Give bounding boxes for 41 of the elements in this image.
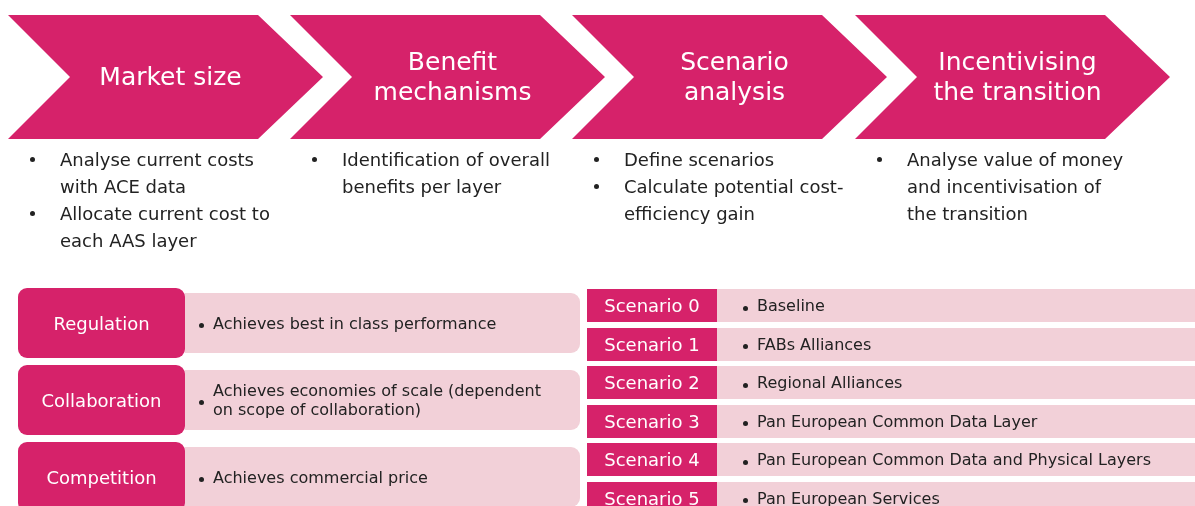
- scenario-label: Scenario 5: [587, 481, 717, 506]
- step-title: Scenario analysis: [679, 47, 790, 107]
- step-title: Incentivising the transition: [932, 47, 1103, 107]
- scenario-label: Scenario 0: [587, 289, 717, 322]
- scenario-description: Regional Alliances: [757, 373, 903, 392]
- scenario-description: Pan European Services: [757, 488, 940, 506]
- scenario-description: Pan European Common Data Layer: [757, 411, 1038, 431]
- description-text: Achieves best in class performance: [213, 313, 497, 333]
- step-title: Market size: [98, 62, 243, 92]
- description-text: Achieves commercial price: [213, 467, 428, 487]
- bullet-text: Identification of overall benefits per layer: [342, 148, 551, 199]
- description-bar: [717, 443, 1195, 476]
- scenario-label: Scenario 3: [587, 404, 717, 438]
- chevron-step: [572, 15, 887, 139]
- description-bar: [717, 366, 1195, 399]
- bullet-text: Define scenarios: [624, 148, 776, 172]
- bullet-text: Analyse value of money and incentivisation of the transition: [907, 148, 1125, 226]
- bullet-text: Allocate current cost to each AAS layer: [60, 202, 271, 253]
- scenario-description: FABs Alliances: [757, 334, 872, 354]
- description-panel: [185, 293, 580, 353]
- scenario-description: Baseline: [757, 296, 825, 315]
- description-panel: [185, 370, 580, 430]
- scenario-label: Scenario 2: [587, 366, 717, 399]
- mechanism-label: Competition: [18, 442, 185, 506]
- chevron-step: [855, 15, 1170, 139]
- mechanism-label: Collaboration: [18, 365, 185, 435]
- bullet-text: Analyse current costs with ACE data: [60, 148, 255, 199]
- description-bar: [717, 404, 1195, 438]
- description-panel: [185, 447, 580, 506]
- step-title: Benefit mechanisms: [372, 47, 533, 107]
- mechanism-label: Regulation: [18, 288, 185, 358]
- description-bar: [717, 289, 1195, 322]
- scenario-description: Pan European Common Data and Physical Layers: [757, 450, 1151, 469]
- chevron-step: [8, 15, 323, 139]
- scenario-label: Scenario 1: [587, 327, 717, 361]
- chevron-step: [290, 15, 605, 139]
- description-bar: [717, 327, 1195, 361]
- bullet-text: Calculate potential cost-efficiency gain: [624, 175, 844, 226]
- scenario-label: Scenario 4: [587, 443, 717, 476]
- description-bar: [717, 481, 1195, 506]
- description-text: Achieves economies of scale (dependent on scope of collaboration): [213, 381, 542, 419]
